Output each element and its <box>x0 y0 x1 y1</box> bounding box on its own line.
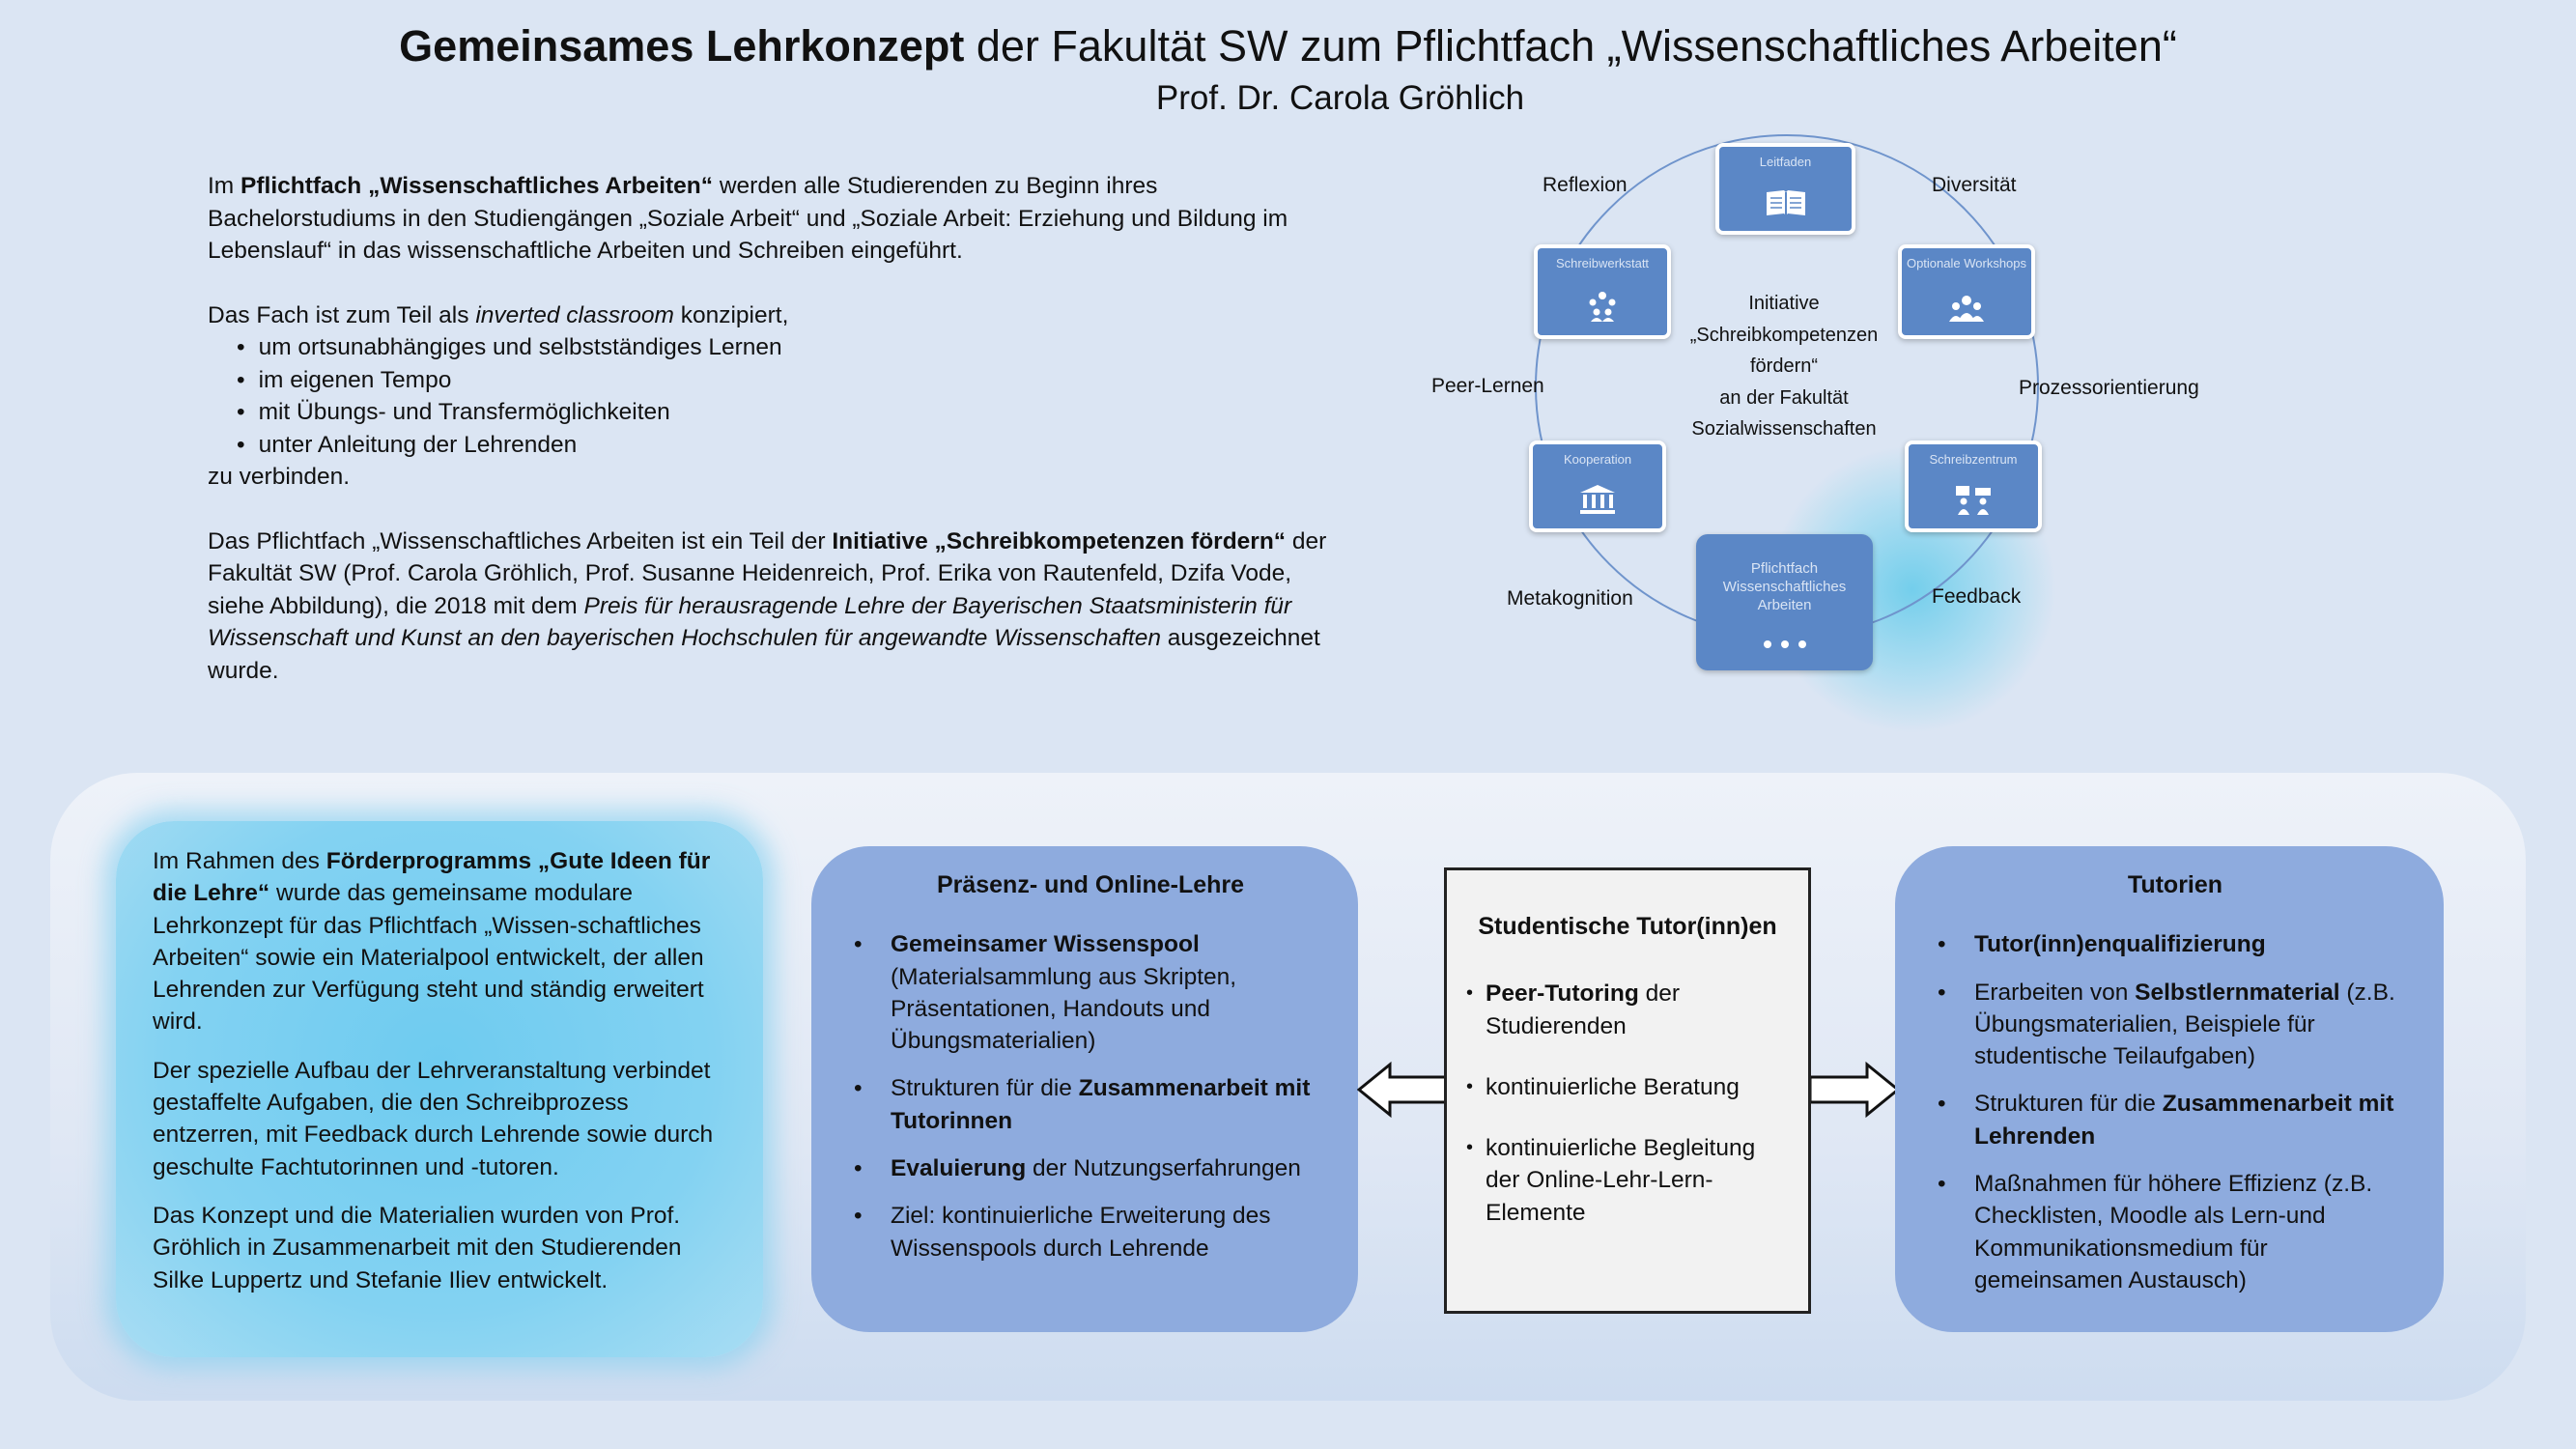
box-title: Studentische Tutor(inn)en <box>1478 913 1777 940</box>
tutor-list: Peer-Tutoring der Studierenden kontinuie… <box>1466 978 1789 1229</box>
intro-p3-italic: Preis für herausragende Lehre der Bayeri… <box>208 592 1292 652</box>
card-title: Präsenz- und Online-Lehre <box>936 871 1245 898</box>
center-line: Initiative <box>1748 293 1820 314</box>
intro-paragraph-3: Das Pflichtfach „Wissenschaftliches Arbe… <box>208 526 1338 688</box>
list-item: Evaluierung der Nutzungserfahrungen <box>852 1152 1329 1185</box>
label-peer-lernen: Peer-Lernen <box>1431 375 1544 397</box>
center-line: Sozialwissenschaften <box>1691 418 1877 440</box>
label-prozessorientierung: Prozessorientierung <box>2019 377 2199 399</box>
funding-paragraph-3: Das Konzept und die Materialien wurden v… <box>153 1202 682 1293</box>
double-arrow-left-icon <box>1357 1061 1449 1119</box>
funding-box: Im Rahmen des Förderprogramms „Gute Idee… <box>116 821 763 1357</box>
title-bold: Gemeinsames Lehrkonzept <box>399 21 965 71</box>
item-bold: Gemeinsamer Wissenspool <box>891 931 1200 958</box>
item-bold: Zusammenarbeit mit Tutorinnen <box>891 1075 1311 1134</box>
funding-p1-c: wurde das gemeinsame modulare Lehrkonzep… <box>153 880 704 1036</box>
list-item: kontinuierliche Begleitung der Online-Le… <box>1466 1132 1789 1229</box>
item-text: der Nutzungserfahrungen <box>1026 1155 1301 1182</box>
node-label: Optionale Workshops <box>1906 256 2027 270</box>
list-item: kontinuierliche Beratung <box>1466 1071 1789 1104</box>
intro-text: Im Pflichtfach „Wissenschaftliches Arbei… <box>208 170 1338 719</box>
intro-p1-a: Im <box>208 173 241 199</box>
list-item: Tutor(inn)enqualifizierung <box>1936 928 2415 961</box>
group-icon <box>1902 293 2031 326</box>
book-icon <box>1719 188 1852 221</box>
intro-paragraph-1: Im Pflichtfach „Wissenschaftliches Arbei… <box>208 170 1338 268</box>
card-praesenz-online-lehre: Präsenz- und Online-Lehre Gemeinsamer Wi… <box>811 846 1358 1332</box>
node-schreibwerkstatt: Schreibwerkstatt <box>1534 244 1671 339</box>
funding-p1-a: Im Rahmen des <box>153 848 326 874</box>
item-text: Strukturen für die <box>1974 1091 2163 1118</box>
funding-paragraph-1: Im Rahmen des Förderprogramms „Gute Idee… <box>153 845 734 1038</box>
label-diversitaet: Diversität <box>1932 174 2017 196</box>
node-leitfaden: Leitfaden <box>1715 143 1855 235</box>
label-reflexion: Reflexion <box>1543 174 1628 196</box>
author: Prof. Dr. Carola Gröhlich <box>1155 79 1525 117</box>
item-bold: Selbstlernmaterial <box>2135 979 2340 1006</box>
student-tutors-box: Studentische Tutor(inn)en Peer-Tutoring … <box>1444 867 1811 1314</box>
node-kooperation: Kooperation <box>1529 440 1666 532</box>
intro-p2-c: konzipiert, <box>673 301 789 328</box>
card-list: Tutor(inn)enqualifizierung Erarbeiten vo… <box>1936 928 2415 1296</box>
item-text: Strukturen für die <box>891 1075 1079 1102</box>
intro-paragraph-2: Das Fach ist zum Teil als inverted class… <box>208 299 1338 494</box>
item-text: (Materialsammlung aus Skripten, Präsenta… <box>891 963 1237 1055</box>
funding-p1-bold: Förderprogramms „Gute Ideen für die Lehr… <box>153 848 711 907</box>
initiative-diagram: Initiative „Schreibkompetenzen fördern“ … <box>1410 126 2231 744</box>
list-item: Peer-Tutoring der Studierenden <box>1466 978 1789 1042</box>
funding-paragraph-2: Der spezielle Aufbau der Lehrveranstaltu… <box>153 1057 714 1180</box>
node-pflichtfach: Pflichtfach Wissenschaftliches Arbeiten <box>1696 534 1873 670</box>
list-item: Maßnahmen für höhere Effizienz (z.B. Che… <box>1936 1168 2415 1296</box>
item-bold: Evaluierung <box>891 1155 1027 1182</box>
item-text: Erarbeiten von <box>1974 979 2136 1006</box>
presentation-icon <box>1909 486 2038 519</box>
intro-p3-c: der Fakultät SW (Prof. Carola Gröhlich, … <box>208 527 1327 619</box>
center-line: „Schreibkompetenzen <box>1689 324 1879 346</box>
center-label: Initiative „Schreibkompetenzen fördern“ … <box>1673 288 1895 445</box>
list-item: Ziel: kontinuierliche Erweiterung des Wi… <box>852 1200 1329 1264</box>
list-item: Erarbeiten von Selbstlernmaterial (z.B. … <box>1936 977 2415 1073</box>
title-rest: der Fakultät SW zum Pflichtfach „Wissens… <box>964 21 2177 71</box>
list-item: mit Übungs- und Transfermöglichkeiten <box>237 396 1338 429</box>
node-schreibzentrum: Schreibzentrum <box>1905 440 2042 532</box>
item-text: der Studierenden <box>1486 980 1681 1039</box>
list-item: Gemeinsamer Wissenspool (Materialsammlun… <box>852 928 1329 1057</box>
node-label: Schreibwerkstatt <box>1555 256 1650 270</box>
intro-p2-end: zu verbinden. <box>208 464 351 490</box>
item-bold: Peer-Tutoring <box>1486 980 1639 1008</box>
intro-p2-italic: inverted classroom <box>475 301 674 328</box>
double-arrow-right-icon <box>1808 1061 1900 1119</box>
item-text: (z.B. Übungsmaterialien, Beispiele für s… <box>1974 979 2395 1070</box>
intro-p1-bold: Pflichtfach „Wissenschaftliches Arbeiten… <box>241 173 714 199</box>
list-item: im eigenen Tempo <box>237 364 1338 397</box>
card-title: Tutorien <box>2127 871 2223 898</box>
list-item: Strukturen für die Zusammenarbeit mit Tu… <box>852 1072 1329 1137</box>
team-icon <box>1538 291 1667 326</box>
intro-p3-bold: Initiative „Schreibkompetenzen fördern“ <box>832 527 1287 554</box>
page-title: Gemeinsames Lehrkonzept der Fakultät SW … <box>0 21 2576 71</box>
intro-p1-c: werden alle Studierenden zu Beginn ihres… <box>208 173 1288 264</box>
node-label: Leitfaden <box>1759 155 1812 169</box>
label-metakognition: Metakognition <box>1507 587 1633 610</box>
node-label: Schreibzentrum <box>1929 452 2018 467</box>
card-list: Gemeinsamer Wissenspool (Materialsammlun… <box>852 928 1329 1264</box>
intro-bullet-list: um ortsunabhängiges und selbstständiges … <box>237 331 1338 461</box>
center-line: an der Fakultät <box>1719 386 1849 409</box>
node-label: Kooperation <box>1563 452 1632 467</box>
list-item: unter Anleitung der Lehrenden <box>237 429 1338 462</box>
node-optionale-workshops: Optionale Workshops <box>1898 244 2035 339</box>
node-label: Pflichtfach Wissenschaftliches Arbeiten <box>1722 560 1847 613</box>
intro-p3-a: Das Pflichtfach „Wissenschaftliches Arbe… <box>208 527 833 554</box>
card-tutorien: Tutorien Tutor(inn)enqualifizierung Erar… <box>1895 846 2444 1332</box>
item-bold: Zusammenarbeit mit Lehrenden <box>1974 1091 2394 1150</box>
item-bold: Tutor(inn)enqualifizierung <box>1974 931 2266 958</box>
institution-icon <box>1533 484 1662 519</box>
center-line: fördern“ <box>1749 355 1819 377</box>
intro-p2-a: Das Fach ist zum Teil als <box>208 301 476 328</box>
list-item: um ortsunabhängiges und selbstständiges … <box>237 331 1338 364</box>
intro-p3-e: ausgezeichnet wurde. <box>208 625 1320 684</box>
label-feedback: Feedback <box>1932 585 2022 608</box>
more-dots-icon <box>1696 637 1873 655</box>
list-item: Strukturen für die Zusammenarbeit mit Le… <box>1936 1088 2415 1152</box>
